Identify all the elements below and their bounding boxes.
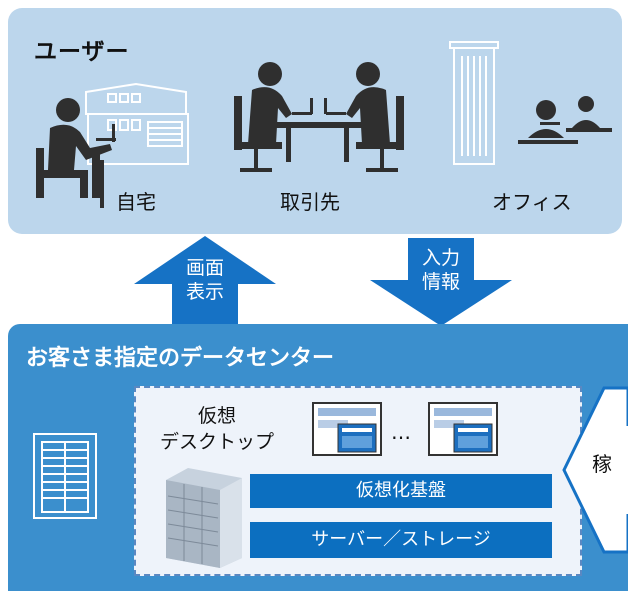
ellipsis: … bbox=[391, 420, 411, 444]
input-info-label: 入力 情報 bbox=[421, 247, 460, 293]
home-worker-icon bbox=[36, 82, 189, 208]
desktop-window-icon-2 bbox=[428, 402, 498, 456]
desktop-window-icon bbox=[312, 402, 382, 456]
server-storage-bar: サーバー／ストレージ bbox=[250, 522, 552, 558]
virtualization-platform-bar: 仮想化基盤 bbox=[250, 474, 552, 508]
datacenter-building-icon bbox=[33, 433, 97, 519]
input-info-arrow bbox=[370, 238, 512, 326]
office-workers-icon bbox=[518, 96, 612, 144]
meeting-icon bbox=[234, 62, 404, 172]
screen-display-arrow bbox=[134, 236, 276, 324]
datacenter-title: お客さま指定のデータセンター bbox=[26, 346, 335, 371]
place-label-office: オフィス bbox=[492, 190, 572, 214]
office-building-icon bbox=[449, 41, 612, 165]
users-title: ユーザー bbox=[34, 39, 130, 65]
server-rack-icon bbox=[166, 468, 242, 568]
screen-display-label: 画面 表示 bbox=[185, 257, 224, 303]
place-label-client: 取引先 bbox=[280, 190, 340, 214]
virtual-desktop-label: 仮想 デスクトップ bbox=[160, 405, 275, 453]
place-label-home: 自宅 bbox=[116, 190, 156, 214]
side-label: 稼 bbox=[592, 452, 612, 476]
side-arrow bbox=[562, 386, 628, 554]
